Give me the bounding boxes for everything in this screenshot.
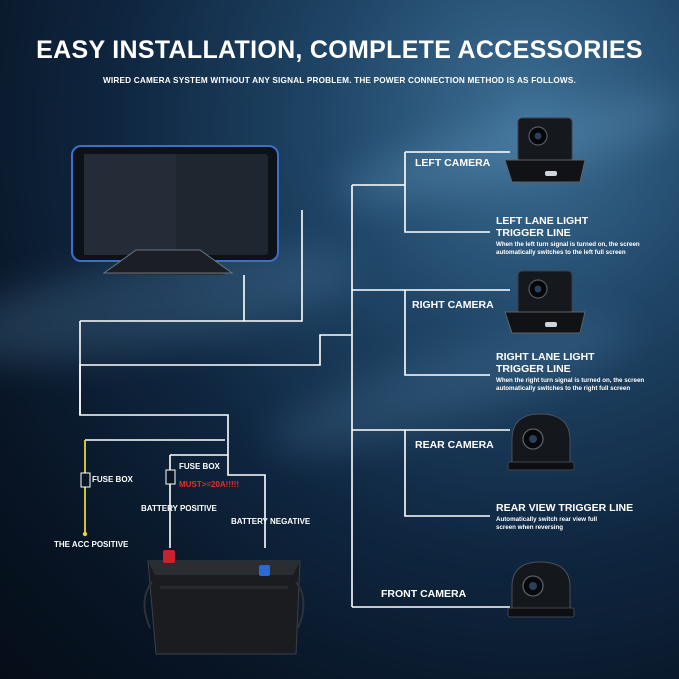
left-lane-title: LEFT LANE LIGHT TRIGGER LINE bbox=[496, 215, 589, 239]
rear-trigger-wire bbox=[404, 430, 490, 517]
fuse-box-left-icon bbox=[80, 472, 91, 488]
right-lane-note: When the right turn signal is turned on,… bbox=[496, 377, 645, 392]
camera-harness-wire bbox=[79, 334, 352, 415]
battery-icon bbox=[143, 550, 305, 655]
acc-positive-label: THE ACC POSITIVE bbox=[54, 540, 129, 549]
battery-positive-terminal bbox=[163, 550, 175, 563]
rear-camera-icon bbox=[507, 413, 575, 471]
battery-negative-terminal bbox=[259, 565, 270, 576]
battery-positive-label: BATTERY POSITIVE bbox=[141, 504, 217, 513]
rear-trigger-title: REAR VIEW TRIGGER LINE bbox=[496, 502, 634, 514]
rear-camera-label: REAR CAMERA bbox=[415, 439, 494, 451]
fuse-box-right-icon bbox=[165, 469, 176, 485]
page-subtitle: WIRED CAMERA SYSTEM WITHOUT ANY SIGNAL P… bbox=[102, 76, 576, 85]
right-camera-label: RIGHT CAMERA bbox=[412, 299, 494, 311]
acc-terminal bbox=[82, 531, 88, 537]
page-title: EASY INSTALLATION, COMPLETE ACCESSORIES bbox=[36, 36, 643, 64]
monitor-cable bbox=[243, 210, 303, 322]
battery-negative-wire bbox=[79, 321, 266, 548]
left-camera-icon bbox=[504, 117, 586, 183]
right-lane-title: RIGHT LANE LIGHT TRIGGER LINE bbox=[496, 351, 595, 375]
fuse-box-right-label: FUSE BOX bbox=[179, 462, 220, 471]
front-camera-icon bbox=[507, 561, 575, 618]
fuse-warning: MUST>=20A!!!!! bbox=[179, 480, 240, 489]
right-camera-icon bbox=[504, 270, 586, 334]
fuse-box-left-label: FUSE BOX bbox=[92, 475, 133, 484]
battery-negative-label: BATTERY NEGATIVE bbox=[231, 517, 311, 526]
monitor-icon bbox=[71, 145, 279, 275]
right-lane-wire bbox=[404, 290, 490, 376]
left-camera-label: LEFT CAMERA bbox=[415, 157, 491, 169]
left-lane-wire bbox=[404, 152, 490, 233]
front-camera-label: FRONT CAMERA bbox=[381, 588, 467, 600]
left-lane-note: When the left turn signal is turned on, … bbox=[496, 241, 640, 256]
rear-trigger-note: Automatically switch rear view full scre… bbox=[496, 516, 598, 531]
